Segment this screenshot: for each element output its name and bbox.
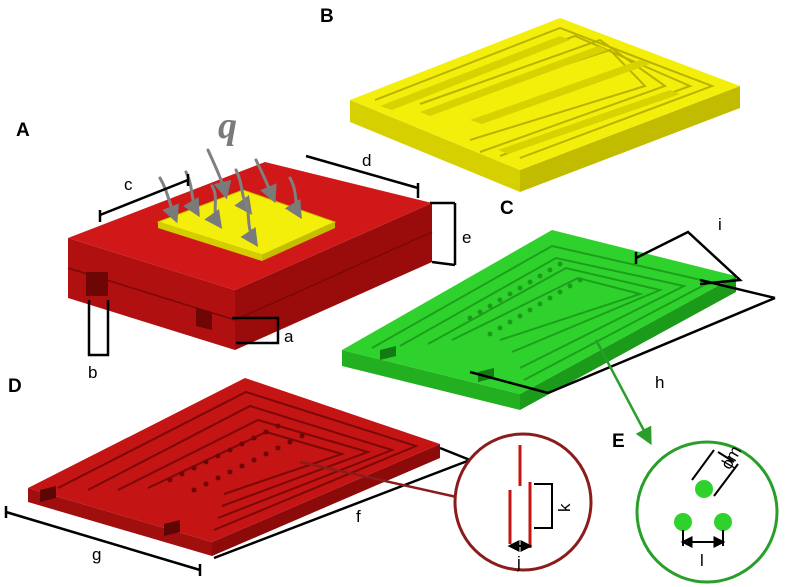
dim-label-i: i bbox=[718, 215, 722, 234]
outlet-opening bbox=[196, 308, 212, 330]
dim-line-a bbox=[232, 316, 280, 345]
pin-fin-right bbox=[714, 513, 732, 531]
dim-label-f: f bbox=[356, 507, 361, 526]
pin-fin-top bbox=[695, 480, 713, 498]
dim-line-h-top bbox=[699, 278, 776, 300]
panel-label-c: C bbox=[500, 198, 514, 219]
dim-line-h bbox=[547, 296, 776, 395]
dim-label-a: a bbox=[284, 327, 294, 346]
dim-label-c: c bbox=[124, 175, 133, 194]
dim-line-c bbox=[99, 178, 189, 217]
dim-line-i bbox=[635, 230, 743, 286]
panel-d-dimensions bbox=[4, 446, 471, 576]
dim-label-e: e bbox=[462, 228, 471, 247]
panel-label-b: B bbox=[320, 6, 334, 27]
pin-fin-array-d bbox=[167, 423, 305, 493]
dim-line-f bbox=[213, 458, 471, 560]
heat-flux-symbol: q bbox=[218, 105, 237, 147]
panel-a-red-block bbox=[67, 162, 433, 350]
dim-line-g bbox=[5, 510, 201, 572]
detail-circle-red bbox=[453, 432, 593, 572]
callout-arrow-green bbox=[594, 339, 652, 446]
dim-label-h: h bbox=[655, 373, 664, 392]
dim-label-k: k bbox=[555, 503, 574, 512]
panel-d-red-channel bbox=[28, 378, 440, 556]
dim-line-d bbox=[305, 154, 419, 190]
panel-a-dimensions bbox=[87, 154, 457, 357]
panel-b-yellow-channel bbox=[350, 18, 740, 192]
dim-label-d: d bbox=[362, 151, 371, 170]
inlet-opening bbox=[86, 272, 108, 296]
panel-label-d: D bbox=[8, 376, 22, 397]
callout-arrow-red bbox=[299, 460, 474, 506]
pin-fin-array bbox=[467, 261, 583, 337]
panel-c-green-channel bbox=[342, 230, 736, 410]
panel-label-e: E bbox=[612, 431, 625, 452]
panel-c-dimensions bbox=[469, 230, 776, 395]
dim-line-e bbox=[430, 201, 457, 267]
dim-label-l: l bbox=[700, 551, 704, 570]
dim-line-b bbox=[87, 300, 110, 357]
dim-label-g: g bbox=[92, 545, 101, 564]
dim-line-h-bottom bbox=[469, 370, 549, 395]
pin-fin-left bbox=[674, 513, 692, 531]
panel-label-a: A bbox=[16, 120, 30, 141]
dim-line-m bbox=[691, 449, 739, 497]
heat-flux-arrows bbox=[158, 148, 302, 247]
detail-circle-green bbox=[635, 440, 779, 584]
dim-label-j: j bbox=[516, 553, 521, 572]
dim-label-b: b bbox=[88, 363, 97, 382]
dim-line-k bbox=[534, 483, 553, 529]
